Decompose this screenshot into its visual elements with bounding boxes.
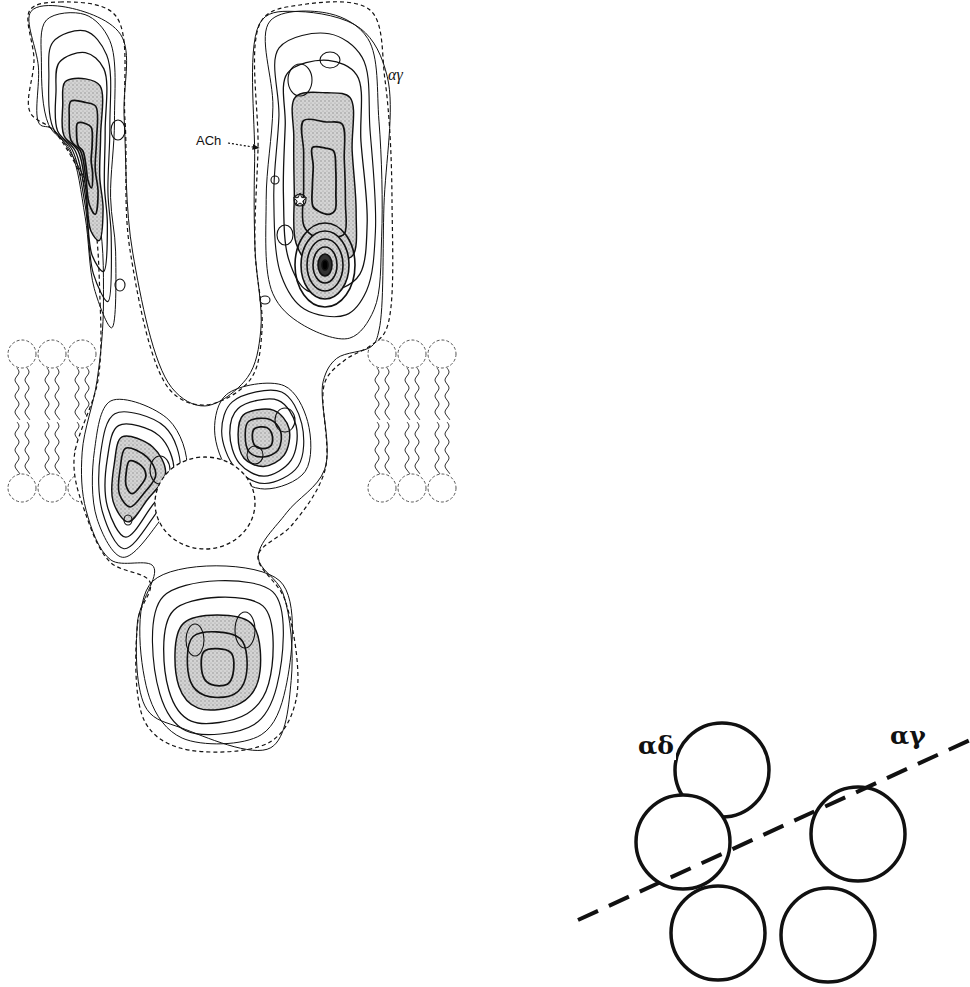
contour-line	[29, 6, 390, 751]
subunit-circle	[671, 886, 765, 980]
contour-line	[201, 649, 234, 686]
pentamer-schematic	[636, 723, 905, 982]
lipid-tail	[405, 368, 410, 420]
contour-line	[49, 30, 112, 301]
lipid-tail	[75, 368, 80, 420]
lipid-tail	[405, 422, 410, 474]
lipid-head	[8, 474, 36, 502]
lipid-tail	[385, 422, 390, 474]
lipid-head	[398, 474, 426, 502]
lipid-tail	[375, 422, 380, 474]
contour-line	[247, 446, 263, 464]
lipid-tail	[55, 368, 60, 420]
lipid-head	[38, 474, 66, 502]
lipid-tail	[435, 368, 440, 420]
lipid-tail	[445, 368, 450, 420]
contour-line	[260, 296, 270, 304]
lipid-tail	[45, 368, 50, 420]
contour-line	[277, 225, 293, 245]
subunit-circle	[636, 795, 730, 889]
lipid-tail	[385, 368, 390, 420]
lipid-tail	[15, 422, 20, 474]
binding-site-marker	[293, 193, 306, 206]
lipid-tail	[25, 368, 30, 420]
contour-line	[186, 624, 204, 656]
subunit-label: αγ	[388, 66, 403, 84]
lipid-tail	[25, 422, 30, 474]
contour-line	[152, 581, 283, 735]
lipid-tail	[55, 422, 60, 474]
contour-line	[288, 64, 312, 96]
lipid-head	[428, 340, 456, 368]
contour-line	[274, 33, 376, 317]
lipid-head	[398, 340, 426, 368]
density-core	[301, 231, 349, 299]
lipid-head	[428, 474, 456, 502]
contour-line	[175, 615, 261, 710]
ligand-label: ACh	[196, 134, 221, 148]
section-line	[578, 740, 970, 920]
density-core	[313, 247, 337, 283]
contour-line	[271, 176, 279, 184]
molecular-envelope	[28, 2, 393, 752]
density-core	[307, 239, 343, 291]
density-core	[318, 254, 332, 276]
contour-line	[55, 52, 107, 271]
contour-line	[69, 100, 98, 214]
pore-hole	[155, 457, 255, 549]
subunit-label: αδ	[636, 732, 676, 760]
lipid-tail	[375, 368, 380, 420]
leader-line	[228, 143, 259, 148]
density-contours	[28, 2, 393, 752]
contour-line	[187, 632, 247, 698]
subunit-circle	[811, 787, 905, 881]
contour-line	[41, 13, 116, 328]
contour-line	[311, 146, 336, 214]
contour-line	[252, 427, 272, 449]
contour-line	[118, 448, 156, 507]
lipid-head	[8, 340, 36, 368]
lipid-head	[38, 340, 66, 368]
contour-line	[294, 194, 306, 206]
contour-line	[235, 612, 255, 648]
contour-line	[301, 119, 346, 238]
lipid-tail	[415, 422, 420, 474]
lipid-tail	[435, 422, 440, 474]
lipid-tail	[445, 422, 450, 474]
contour-line	[124, 515, 132, 525]
contour-line	[275, 408, 295, 432]
contour-line	[111, 120, 125, 140]
density-core	[295, 223, 355, 307]
contour-line	[230, 399, 297, 476]
contour-line	[140, 566, 293, 744]
contour-line	[238, 409, 290, 466]
lipid-tail	[45, 422, 50, 474]
contour-line	[62, 78, 103, 240]
subunit-circle	[781, 888, 875, 982]
contour-line	[265, 11, 382, 339]
lipid-head	[68, 340, 96, 368]
contour-line	[115, 279, 125, 291]
contour-line	[76, 122, 92, 187]
subunit-label: αγ	[888, 722, 928, 750]
contour-line	[164, 597, 273, 723]
contour-line	[126, 461, 146, 494]
lipid-head	[368, 474, 396, 502]
contour-line	[320, 52, 340, 68]
lipid-tail	[415, 368, 420, 420]
density-core	[322, 260, 328, 270]
lipid-tail	[15, 368, 20, 420]
